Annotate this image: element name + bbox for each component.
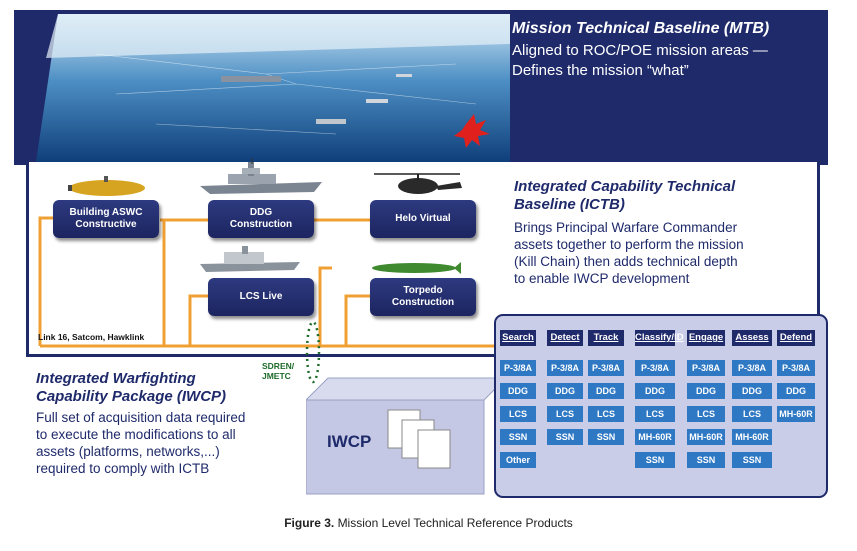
figure-caption: Figure 3. Mission Level Technical Refere… (0, 516, 857, 530)
iwcp-body-line-4: required to comply with ICTB (36, 461, 210, 476)
asset-cell[interactable]: P-3/8A (588, 360, 624, 376)
sdren-label: SDREN/ (262, 361, 295, 371)
asset-cell[interactable]: SSN (687, 452, 725, 468)
helo-virtual-node[interactable]: Helo Virtual (370, 200, 476, 238)
iwcp-body-line-2: to execute the modifications to all (36, 427, 236, 442)
asset-cell[interactable]: DDG (635, 383, 675, 399)
asset-cell[interactable]: LCS (547, 406, 583, 422)
asset-cell[interactable]: SSN (500, 429, 536, 445)
asset-cell[interactable]: SSN (547, 429, 583, 445)
ictb-title-line-1: Integrated Capability Technical (514, 178, 736, 195)
asset-cell[interactable]: P-3/8A (547, 360, 583, 376)
asset-cell[interactable]: P-3/8A (732, 360, 772, 376)
jmetc-label: JMETC (262, 371, 291, 381)
column-header-assess[interactable]: Assess (732, 330, 772, 346)
column-header-track[interactable]: Track (588, 330, 624, 346)
ocean-battlespace-image (36, 14, 510, 162)
lcs-live-node[interactable]: LCS Live (208, 278, 314, 316)
building-aswc-label: Building ASWC (69, 207, 143, 218)
iwcp-package-box (306, 377, 506, 495)
asset-cell[interactable]: MH-60R (777, 406, 815, 422)
column-header-search[interactable]: Search (500, 330, 536, 346)
asset-cell[interactable]: LCS (635, 406, 675, 422)
link-label: Link 16, Satcom, Hawklink (38, 332, 145, 342)
torpedo-label: Torpedo (403, 285, 443, 296)
asset-cell[interactable]: Other (500, 452, 536, 468)
asset-cell[interactable]: DDG (588, 383, 624, 399)
ictb-body-line-2: assets together to perform the mission (514, 237, 744, 252)
column-header-defend[interactable]: Defend (777, 330, 815, 346)
asset-cell[interactable]: SSN (732, 452, 772, 468)
mtb-description-line-1: Aligned to ROC/POE mission areas — (512, 42, 768, 59)
ictb-body-line-3: (Kill Chain) then adds technical depth (514, 254, 738, 269)
building-aswc-sublabel: Constructive (75, 219, 137, 230)
iwcp-title-line-1: Integrated Warfighting (36, 370, 196, 387)
asset-cell[interactable]: P-3/8A (777, 360, 815, 376)
asset-cell[interactable]: MH-60R (732, 429, 772, 445)
torpedo-sublabel: Construction (391, 297, 455, 308)
column-header-classify-id[interactable]: Classify/ID (635, 330, 684, 346)
helicopter-icon (374, 173, 462, 194)
lcs-ship-icon (200, 246, 300, 272)
ddg-sublabel: Construction (229, 219, 293, 230)
asset-cell[interactable]: SSN (588, 429, 624, 445)
asset-cell[interactable]: P-3/8A (687, 360, 725, 376)
asset-cell[interactable]: DDG (732, 383, 772, 399)
asset-cell[interactable]: P-3/8A (635, 360, 675, 376)
column-header-detect[interactable]: Detect (547, 330, 583, 346)
column-header-engage[interactable]: Engage (687, 330, 725, 346)
ictb-title-line-2: Baseline (ICTB) (514, 196, 625, 213)
asset-cell[interactable]: MH-60R (687, 429, 725, 445)
ictb-body-line-4: to enable IWCP development (514, 271, 690, 286)
figure-caption-label: Figure 3. (284, 516, 335, 530)
asset-cell[interactable]: DDG (500, 383, 536, 399)
figure-caption-text: Mission Level Technical Reference Produc… (337, 516, 573, 530)
mtb-description-line-2: Defines the mission “what” (512, 62, 689, 79)
sdren-jmetc-label: SDREN/ JMETC (262, 361, 294, 381)
mtb-title: Mission Technical Baseline (MTB) (512, 20, 770, 37)
torpedo-icon (372, 262, 461, 274)
asset-cell[interactable]: LCS (500, 406, 536, 422)
ictb-body-line-1: Brings Principal Warfare Commander (514, 220, 738, 235)
asset-cell[interactable]: DDG (777, 383, 815, 399)
asset-cell[interactable]: LCS (687, 406, 725, 422)
helo-label: Helo Virtual (395, 213, 451, 224)
iwcp-body-line-3: assets (platforms, networks,...) (36, 444, 220, 459)
asset-cell[interactable]: DDG (547, 383, 583, 399)
asset-cell[interactable]: SSN (635, 452, 675, 468)
lcs-label: LCS Live (239, 291, 283, 302)
iwcp-title-line-2: Capability Package (IWCP) (36, 388, 227, 405)
asset-cell[interactable]: DDG (687, 383, 725, 399)
asset-cell[interactable]: MH-60R (635, 429, 675, 445)
ddg-destroyer-icon (200, 158, 322, 194)
aswc-torpedo-icon (68, 176, 145, 196)
iwcp-body-line-1: Full set of acquisition data required (36, 410, 246, 425)
ddg-label: DDG (249, 207, 273, 218)
iwcp-box-label: IWCP (327, 432, 372, 451)
asset-cell[interactable]: P-3/8A (500, 360, 536, 376)
asset-cell[interactable]: LCS (588, 406, 624, 422)
asset-cell[interactable]: LCS (732, 406, 772, 422)
